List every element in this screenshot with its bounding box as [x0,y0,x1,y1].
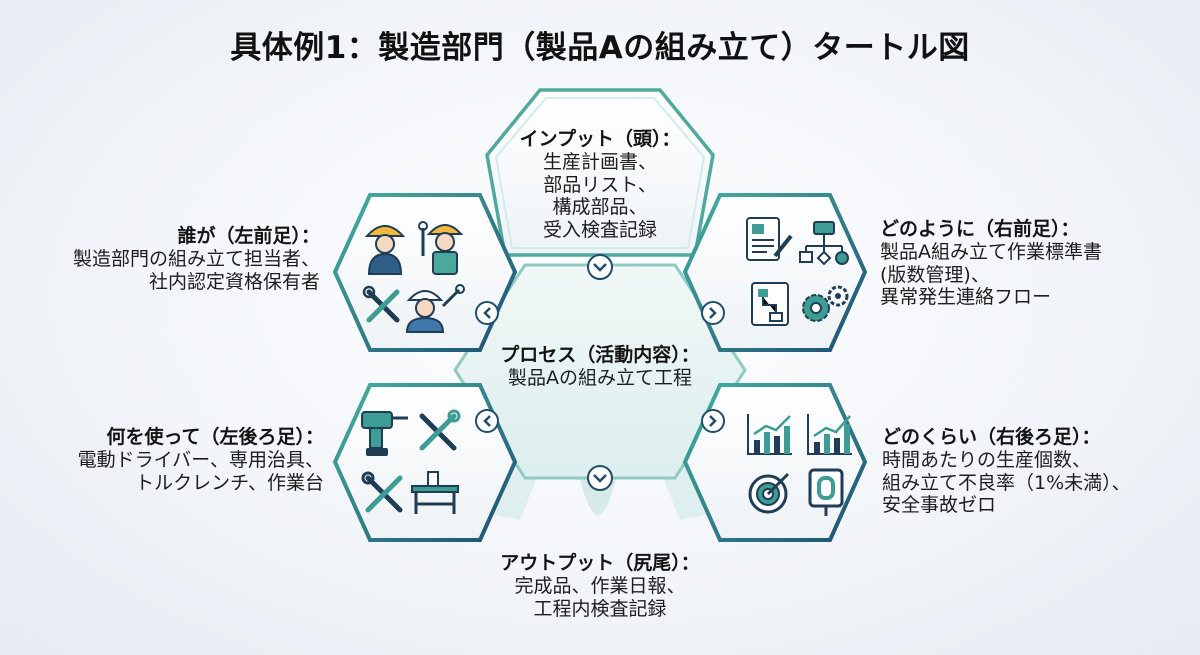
worker-wrench-icon [418,221,464,275]
wrench-screwdriver-icon [419,409,461,451]
how-label: どのように（右前足）： 製品A組み立て作業標準書 (版数管理)、 異常発生連絡フ… [880,218,1190,309]
who-line: 製造部門の組み立て担当者、 [72,247,320,270]
withwhat-label: 何を使って（左後ろ足）： 電動ドライバー、専用治具、 トルクレンチ、作業台 [10,426,324,494]
howmuch-line: 安全事故ゼロ [882,494,997,517]
tools-cross-icon [361,471,403,513]
input-line: 受入検査記録 [542,219,657,242]
bar-chart-icon [747,414,792,455]
howmuch-line: 組み立て不良率（1%未満）、 [882,471,1131,494]
howmuch-line: 時間あたりの生産個数、 [882,448,1092,471]
howmuch-hex [682,383,868,542]
chevron-left-icon [475,301,499,325]
process-label: プロセス（活動内容）： 製品Aの組み立て工程 [470,344,730,390]
chevron-left-icon [475,409,499,433]
how-heading: どのように（右前足）： [880,218,1080,240]
gears-icon [802,285,849,322]
how-line: 製品A組み立て作業標準書 [880,240,1102,263]
chevron-down-icon [587,254,613,280]
chevron-down-icon [587,465,613,491]
workbench-icon [411,471,459,514]
tools-cross-icon [362,285,400,323]
who-icons [362,221,465,333]
how-line: 異常発生連絡フロー [880,286,1052,309]
how-icons [746,217,849,326]
bar-chart-icon [807,414,852,455]
connector-badges [475,254,725,491]
worker-female-icon [364,225,406,275]
sign-icon [808,468,844,516]
withwhat-icons [361,409,461,514]
how-line: (版数管理)、 [880,263,990,286]
chevron-right-icon [701,301,725,325]
process-line: 製品Aの組み立て工程 [508,366,692,389]
flowchart-icon [799,221,849,266]
input-line: 構成部品、 [552,196,648,219]
output-line: 工程内検査記録 [533,597,667,620]
howmuch-heading: どのくらい（右後ろ足）： [882,426,1101,448]
output-heading: アウトプット（尻尾）： [500,552,700,574]
input-label: インプット（頭）： 生産計画書、 部品リスト、 構成部品、 受入検査記録 [492,128,708,242]
withwhat-hex [332,383,518,542]
output-line: 完成品、作業日報、 [514,574,686,597]
output-label: アウトプット（尻尾）： 完成品、作業日報、 工程内検査記録 [470,552,730,620]
input-line: 生産計画書、 [542,150,657,173]
drill-icon [361,411,408,456]
worker-wrench-icon [405,284,465,333]
target-icon [748,472,790,514]
input-line: 部品リスト、 [543,173,657,196]
howmuch-icons [747,414,852,516]
process-heading: プロセス（活動内容）： [500,344,700,366]
withwhat-line: 電動ドライバー、専用治具、 [77,448,324,471]
input-heading: インプット（頭）： [519,128,681,150]
who-line: 社内認定資格保有者 [148,270,320,293]
chevron-right-icon [701,409,725,433]
who-heading: 誰が（左前足）： [177,225,320,247]
who-label: 誰が（左前足）： 製造部門の組み立て担当者、 社内認定資格保有者 [20,225,320,293]
document-pen-icon [746,217,793,261]
process-chart-icon [751,282,789,326]
howmuch-label: どのくらい（右後ろ足）： 時間あたりの生産個数、 組み立て不良率（1%未満）、 … [882,426,1192,517]
withwhat-heading: 何を使って（左後ろ足）： [106,426,324,448]
process-hex [453,263,747,480]
withwhat-line: トルクレンチ、作業台 [135,471,324,494]
page-title: 具体例1：製造部門（製品Aの組み立て）タートル図 [230,30,970,66]
